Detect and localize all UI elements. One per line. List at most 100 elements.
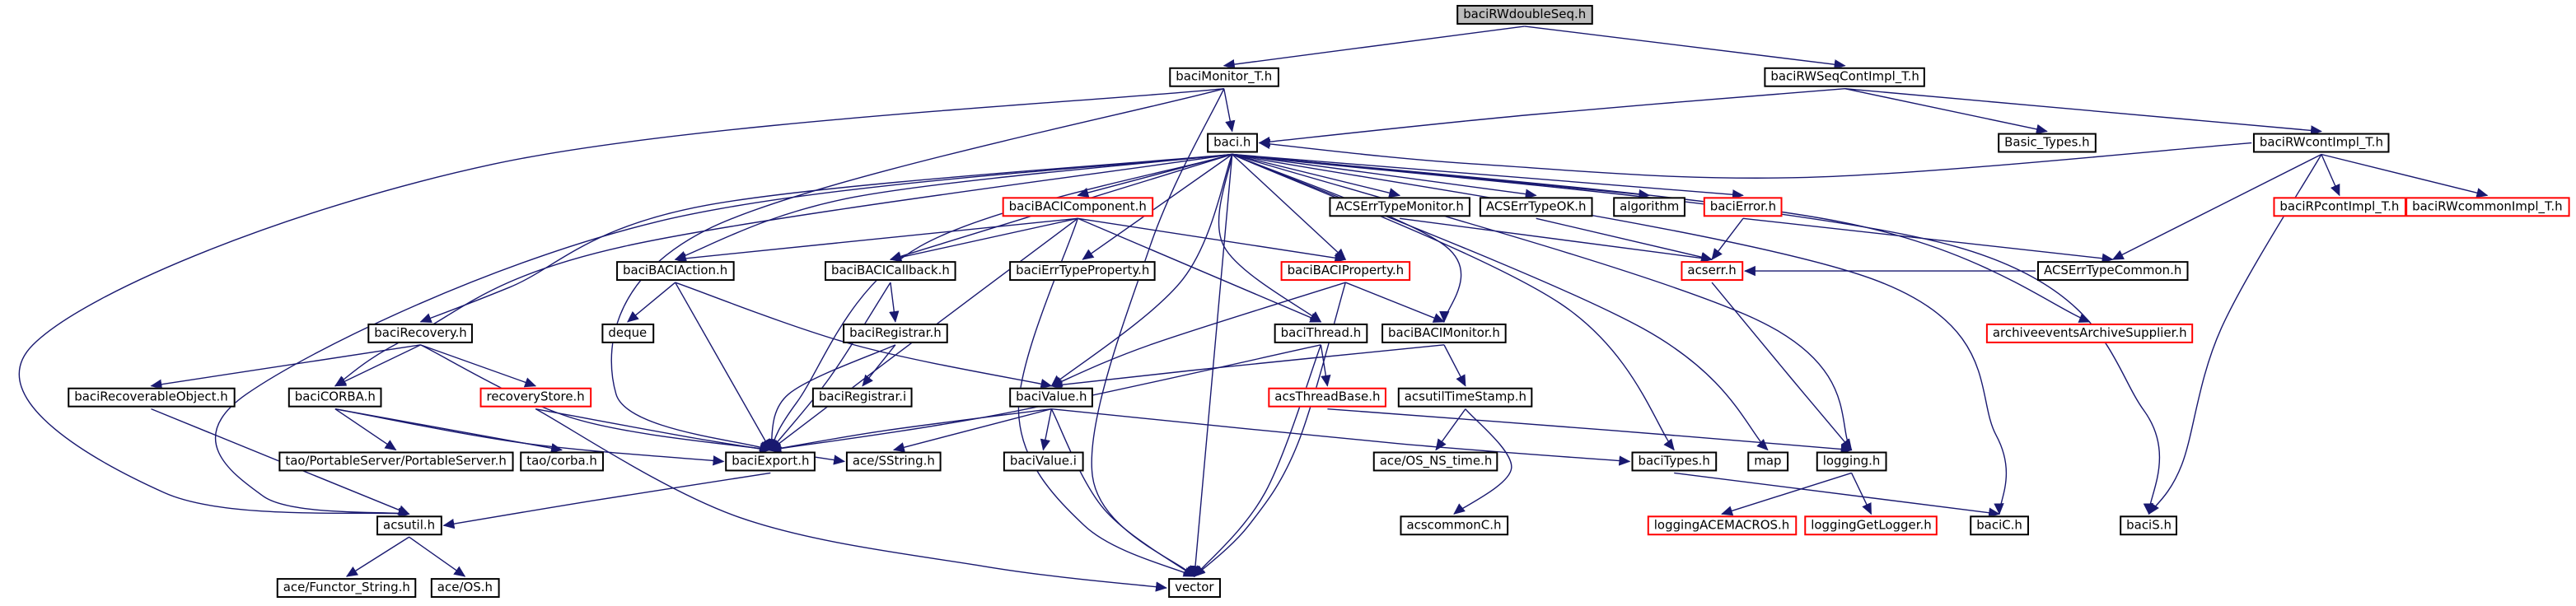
graph-node-bacivalue-i[interactable]: baciValue.i <box>1003 451 1083 472</box>
edge-bacibaciaction-h-to-deque <box>627 282 676 323</box>
edge-bacitypes-h-to-bacic-h <box>1674 472 2001 518</box>
edge-baci-h-to-archiveeventsarchivesupplier-h <box>1232 153 2091 323</box>
edge-baci-h-to-bacithread-h <box>1218 154 1322 323</box>
edge-bacicorba-h-to-baciexport-h <box>334 408 725 466</box>
edge-baci-h-to-bacicorba-h <box>334 153 1232 387</box>
graph-node-acserrtypemonitor-h[interactable]: ACSErrTypeMonitor.h <box>1329 197 1470 217</box>
edge-bacivalue-h-to-baciexport-h <box>769 408 1052 454</box>
graph-node-bacic-h[interactable]: baciC.h <box>1970 515 2029 536</box>
edge-baci-h-to-bacibacimonitor-h <box>1232 153 1462 323</box>
graph-node-baciexport-h[interactable]: baciExport.h <box>725 451 816 472</box>
edge-bacivalue-h-to-vector <box>1050 408 1195 577</box>
edge-bacirwcontimpl-t-h-to-acserrtypecommon-h <box>2111 153 2322 260</box>
graph-node-deque[interactable]: deque <box>601 323 654 343</box>
graph-node-loggingacemacros-h[interactable]: loggingACEMACROS.h <box>1647 515 1797 536</box>
edge-acserrtypemonitor-h-to-acserr-h <box>1400 217 1713 263</box>
edge-baci-h-to-bacierrtypeproperty-h <box>1082 153 1233 260</box>
edge-baci-h-to-bacic-h <box>1232 153 2008 515</box>
graph-node-bacibacimonitor-h[interactable]: baciBACIMonitor.h <box>1382 323 1507 343</box>
edge-bacibacicomponent-h-to-baciexport-h <box>769 217 1078 451</box>
graph-node-ace-sstring-h[interactable]: ace/SString.h <box>845 451 942 472</box>
graph-node-bacierrtypeproperty-h[interactable]: baciErrTypeProperty.h <box>1009 261 1157 282</box>
graph-node-bacicorba-h[interactable]: baciCORBA.h <box>288 387 382 408</box>
edge-bacimonitor-t-h-to-baci-h <box>1223 88 1236 133</box>
graph-node-recoverystore-h[interactable]: recoveryStore.h <box>479 387 591 408</box>
graph-node-logging-h[interactable]: logging.h <box>1816 451 1887 472</box>
edge-bacirwseqcontimpl-t-h-to-basic-types-h <box>1844 88 2048 134</box>
edge-bacirwcontimpl-t-h-to-bacirpcontimpl-t-h <box>2321 154 2340 197</box>
edge-recoverystore-h-to-vector <box>535 408 1167 592</box>
edge-acsutil-h-to-ace-functor-string-h <box>345 536 409 577</box>
graph-node-bacirwcontimpl-t-h[interactable]: baciRWcontImpl_T.h <box>2252 133 2390 153</box>
graph-node-bacierror-h[interactable]: baciError.h <box>1703 197 1784 217</box>
graph-node-bacimonitor-t-h[interactable]: baciMonitor_T.h <box>1169 67 1279 87</box>
edge-baci-h-to-bacierror-h <box>1232 153 1744 200</box>
graph-node-ace-functor-string-h[interactable]: ace/Functor_String.h <box>276 578 417 599</box>
edge-baci-h-to-bacivalue-h <box>1050 154 1233 387</box>
edge-baci-h-to-acsutil-h <box>214 153 1232 518</box>
graph-node-acsutil-h[interactable]: acsutil.h <box>376 515 442 536</box>
graph-node-baci-h[interactable]: baci.h <box>1207 133 1258 153</box>
graph-node-basic-types-h[interactable]: Basic_Types.h <box>1998 133 2097 153</box>
graph-node-bacitypes-h[interactable]: baciTypes.h <box>1631 451 1717 472</box>
graph-node-bacirecoverableobject-h[interactable]: baciRecoverableObject.h <box>68 387 235 408</box>
graph-node-acserr-h[interactable]: acserr.h <box>1681 261 1743 282</box>
graph-node-bacibacicomponent-h[interactable]: baciBACIComponent.h <box>1002 197 1153 217</box>
edge-baciexport-h-to-acsutil-h <box>442 472 771 529</box>
edge-bacimonitor-t-h-to-baciexport-h <box>610 88 1224 451</box>
graph-node-acsthreadbase-h[interactable]: acsThreadBase.h <box>1268 387 1387 408</box>
edge-bacibaciproperty-h-to-bacibacimonitor-h <box>1345 282 1445 323</box>
graph-node-bacirwseqcontimpl-t-h[interactable]: baciRWSeqContImpl_T.h <box>1764 67 1926 87</box>
graph-node-tao-corba-h[interactable]: tao/corba.h <box>520 451 604 472</box>
graph-node-bacithread-h[interactable]: baciThread.h <box>1274 323 1368 343</box>
graph-node-acscommonc-h[interactable]: acscommonC.h <box>1400 515 1508 536</box>
edge-bacibacicomponent-h-to-bacithread-h <box>1077 217 1322 323</box>
graph-node-bacivalue-h[interactable]: baciValue.h <box>1009 387 1094 408</box>
edge-baciregistrar-h-to-baciregistrar-i <box>862 344 896 387</box>
edge-bacierror-h-to-acserrtypecommon-h <box>1742 217 2114 263</box>
edge-baci-h-to-map <box>1232 153 1769 451</box>
graph-node-bacibacicallback-h[interactable]: baciBACICallback.h <box>825 261 956 282</box>
graph-node-bacibaciaction-h[interactable]: baciBACIAction.h <box>616 261 735 282</box>
graph-node-bacirecovery-h[interactable]: baciRecovery.h <box>367 323 474 343</box>
graph-node-bacirwcommonimpl-t-h[interactable]: baciRWcommonImpl_T.h <box>2405 197 2569 217</box>
graph-node-acserrtypeok-h[interactable]: ACSErrTypeOK.h <box>1479 197 1593 217</box>
graph-node-bacirpcontimpl-t-h[interactable]: baciRPcontImpl_T.h <box>2273 197 2406 217</box>
edge-bacirwseqcontimpl-t-h-to-baci-h <box>1258 88 1845 147</box>
edge-baci-h-to-bacibaciproperty-h <box>1232 153 1347 260</box>
edge-acsutiltimestamp-h-to-ace-os-ns-time-h <box>1435 408 1466 451</box>
edge-bacirwseqcontimpl-t-h-to-bacirwcontimpl-t-h <box>1844 88 2322 136</box>
graph-node-bacis-h[interactable]: baciS.h <box>2120 515 2178 536</box>
edge-acsutiltimestamp-h-to-acscommonc-h <box>1453 408 1512 515</box>
graph-node-acserrtypecommon-h[interactable]: ACSErrTypeCommon.h <box>2037 261 2189 282</box>
edge-acserr-h-to-logging-h <box>1711 282 1853 451</box>
graph-node-algorithm[interactable]: algorithm <box>1613 197 1686 217</box>
edge-baci-h-to-acserrtypeok-h <box>1232 153 1537 199</box>
graph-node-bacibaciproperty-h[interactable]: baciBACIProperty.h <box>1280 261 1411 282</box>
graph-node-vector[interactable]: vector <box>1168 578 1221 599</box>
graph-node-archiveeventsarchivesupplier-h[interactable]: archiveeventsArchiveSupplier.h <box>1985 323 2194 343</box>
graph-node-bacirwdoubleseq-h[interactable]: baciRWdoubleSeq.h <box>1456 4 1593 25</box>
graph-node-logginggetlogger-h[interactable]: loggingGetLogger.h <box>1804 515 1938 536</box>
graph-node-baciregistrar-i[interactable]: baciRegistrar.i <box>811 387 914 408</box>
edge-bacimonitor-t-h-to-acsutil-h <box>18 88 1224 519</box>
edge-bacirecovery-h-to-bacicorba-h <box>334 344 421 387</box>
edge-bacirecovery-h-to-baciexport-h <box>420 344 772 454</box>
graph-node-ace-os-h[interactable]: ace/OS.h <box>430 578 499 599</box>
graph-node-map[interactable]: map <box>1747 451 1788 472</box>
edge-bacierror-h-to-acserr-h <box>1711 217 1744 260</box>
edge-bacirwcontimpl-t-h-to-bacirwcommonimpl-t-h <box>2321 153 2489 198</box>
edge-baciregistrar-h-to-baciexport-h <box>769 344 896 451</box>
graph-node-ace-os-ns-time-h[interactable]: ace/OS_NS_time.h <box>1372 451 1499 472</box>
edge-acserrtypeok-h-to-acserr-h <box>1536 217 1713 263</box>
edge-bacibacicomponent-h-to-bacibacicallback-h <box>889 217 1078 263</box>
edge-baci-h-to-bacis-h <box>1232 153 2161 515</box>
graph-node-tao-portableserver-portableserver-h[interactable]: tao/PortableServer/PortableServer.h <box>278 451 513 472</box>
edge-bacivalue-h-to-bacivalue-i <box>1040 408 1053 451</box>
graph-node-baciregistrar-h[interactable]: baciRegistrar.h <box>843 323 948 343</box>
edge-bacithread-h-to-acsthreadbase-h <box>1320 344 1331 387</box>
graph-node-acsutiltimestamp-h[interactable]: acsutilTimeStamp.h <box>1397 387 1534 408</box>
